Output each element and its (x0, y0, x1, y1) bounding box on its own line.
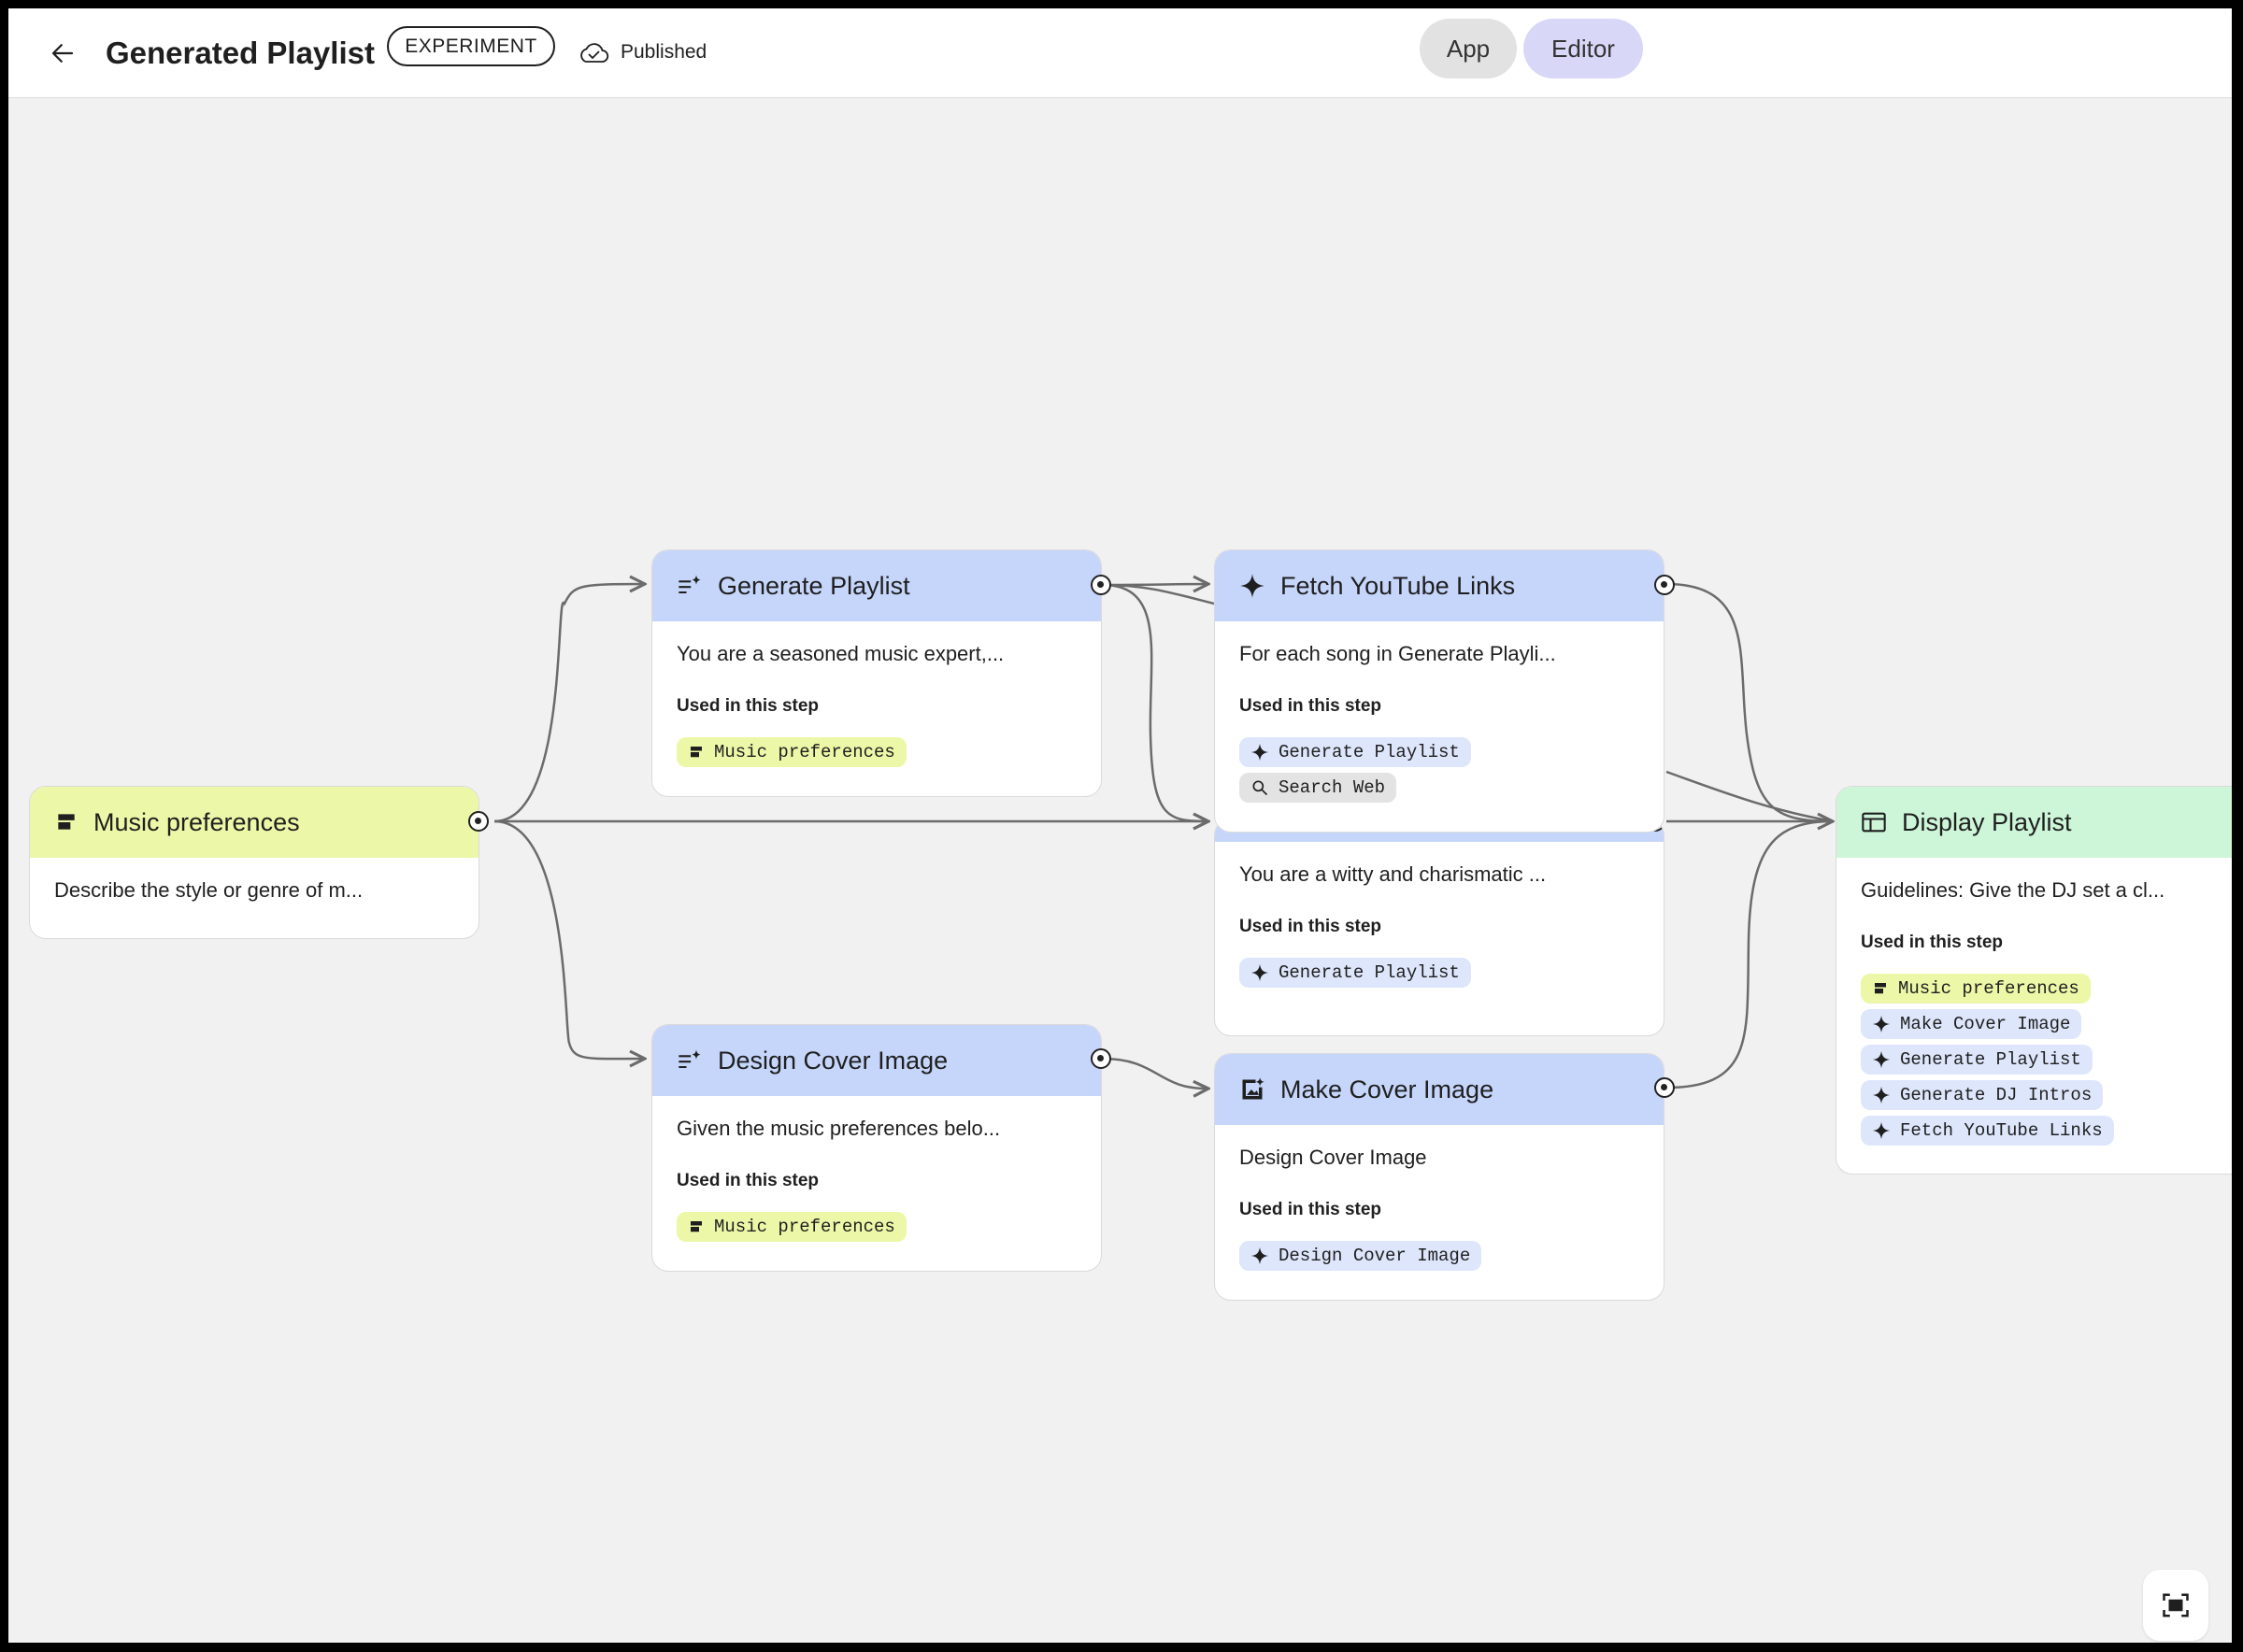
publish-status[interactable]: Published (578, 40, 707, 64)
edges-layer (493, 99, 2232, 1643)
graph-canvas[interactable]: You are a witty and charismatic ... Used… (8, 99, 2232, 1643)
node-header: Generate Playlist (652, 550, 1101, 621)
experiment-badge: EXPERIMENT (387, 26, 555, 66)
node-description: Given the music preferences belo... (677, 1117, 1001, 1140)
sparkle-icon (1240, 574, 1264, 598)
ref-chip-label: Fetch YouTube Links (1900, 1120, 2103, 1141)
ref-chip-label: Make Cover Image (1900, 1014, 2071, 1034)
used-in-step-label: Used in this step (1239, 1200, 1382, 1219)
ref-chip-label: Music preferences (714, 1217, 895, 1237)
node-display-playlist[interactable]: Display Playlist Guidelines: Give the DJ… (1836, 786, 2232, 1175)
ref-chip[interactable]: Generate DJ Intros (1861, 1080, 2104, 1110)
ref-chip[interactable]: Generate Playlist (1239, 737, 1471, 767)
tab-editor[interactable]: Editor (1523, 19, 1643, 78)
ref-chip[interactable]: Music preferences (677, 1212, 907, 1242)
ref-chip-label: Music preferences (714, 742, 895, 762)
output-port[interactable] (1091, 575, 1111, 595)
sparkle-icon (1872, 1050, 1891, 1069)
input-icon (691, 1221, 702, 1232)
node-title: Music preferences (93, 807, 300, 836)
cloud-done-icon (580, 43, 609, 63)
ref-chip-label: Music preferences (1898, 978, 2079, 999)
input-icon (1875, 983, 1886, 994)
node-header: Music preferences (30, 787, 479, 858)
back-button[interactable] (40, 31, 85, 76)
node-header: Display Playlist (1836, 787, 2232, 858)
ref-chip[interactable]: Design Cover Image (1239, 1241, 1482, 1271)
input-icon (691, 747, 702, 758)
edge (1665, 770, 1834, 823)
output-port[interactable] (1654, 575, 1675, 595)
ref-chip[interactable]: Generate Playlist (1239, 958, 1471, 988)
fit-view-button[interactable] (2143, 1570, 2208, 1641)
node-generate-dj-intros[interactable]: You are a witty and charismatic ... Used… (1214, 819, 1664, 1036)
edge (1102, 583, 1208, 821)
page-title: Generated Playlist (106, 36, 375, 70)
edge (1665, 819, 1834, 1089)
text-generate-icon (679, 575, 701, 594)
node-description: You are a seasoned music expert,... (677, 642, 1005, 665)
sparkle-icon (1250, 963, 1269, 982)
node-header: Make Cover Image (1215, 1054, 1664, 1125)
ref-chip-label: Generate Playlist (1900, 1049, 2081, 1070)
sparkle-icon (1872, 1015, 1891, 1033)
node-make-cover-image[interactable]: Make Cover Image Design Cover Image Used… (1214, 1053, 1664, 1301)
node-description: Guidelines: Give the DJ set a cl... (1861, 878, 2165, 902)
node-design-cover-image[interactable]: Design Cover Image Given the music prefe… (651, 1024, 1102, 1272)
ref-chip[interactable]: Fetch YouTube Links (1861, 1116, 2114, 1146)
used-in-step-label: Used in this step (1239, 696, 1382, 716)
sparkle-icon (1872, 1121, 1891, 1140)
tool-chip-label: Search Web (1279, 777, 1386, 798)
sparkle-icon (1872, 1086, 1891, 1104)
node-title: Generate Playlist (718, 571, 910, 600)
output-port[interactable] (1654, 1077, 1675, 1098)
output-port[interactable] (468, 811, 489, 832)
used-in-step-label: Used in this step (1861, 933, 2004, 952)
node-header: Design Cover Image (652, 1025, 1101, 1096)
edge (1665, 582, 1834, 823)
ref-chip-label: Design Cover Image (1279, 1246, 1471, 1266)
tab-app[interactable]: App (1420, 19, 1517, 78)
tool-chip[interactable]: Search Web (1239, 773, 1397, 803)
image-generate-icon (1242, 1077, 1264, 1100)
ref-chip[interactable]: Generate Playlist (1861, 1045, 2093, 1075)
ref-chip[interactable]: Music preferences (1861, 974, 2091, 1004)
used-in-step-label: Used in this step (677, 1171, 820, 1190)
used-in-step-label: Used in this step (1239, 917, 1382, 936)
fit-screen-icon (2163, 1593, 2189, 1617)
edge (1102, 583, 1215, 605)
app-window: Generated Playlist EXPERIMENT Published … (8, 8, 2232, 1643)
node-title: Fetch YouTube Links (1280, 571, 1516, 600)
sparkle-icon (1250, 1246, 1269, 1265)
input-icon (58, 814, 75, 830)
node-title: Design Cover Image (718, 1046, 949, 1075)
sparkle-icon (1250, 743, 1269, 762)
node-description: For each song in Generate Playli... (1239, 642, 1556, 665)
node-header: Fetch YouTube Links (1215, 550, 1664, 621)
used-in-step-label: Used in this step (677, 696, 820, 716)
edge (493, 584, 645, 823)
edge (493, 819, 645, 1059)
ref-chip-label: Generate DJ Intros (1900, 1085, 2093, 1105)
node-title: Display Playlist (1902, 807, 2072, 836)
arrow-back-icon (51, 44, 74, 63)
node-description: Describe the style or genre of m... (54, 878, 364, 902)
ref-chip[interactable]: Music preferences (677, 737, 907, 767)
top-bar: Generated Playlist EXPERIMENT Published … (8, 8, 2232, 98)
edge (1102, 1057, 1208, 1089)
ref-chip[interactable]: Make Cover Image (1861, 1009, 2082, 1039)
node-fetch-youtube-links[interactable]: Fetch YouTube Links For each song in Gen… (1214, 549, 1664, 833)
node-title: Make Cover Image (1280, 1075, 1494, 1104)
publish-status-label: Published (621, 41, 707, 63)
ref-chip-label: Generate Playlist (1279, 962, 1460, 983)
text-generate-icon (679, 1049, 701, 1069)
node-music-preferences[interactable]: Music preferences Describe the style or … (29, 786, 479, 939)
search-icon (1252, 780, 1268, 796)
node-description: Design Cover Image (1239, 1146, 1427, 1169)
output-port[interactable] (1091, 1048, 1111, 1069)
ref-chip-label: Generate Playlist (1279, 742, 1460, 762)
node-description: You are a witty and charismatic ... (1239, 862, 1547, 886)
display-icon (1862, 812, 1886, 833)
node-generate-playlist[interactable]: Generate Playlist You are a seasoned mus… (651, 549, 1102, 797)
